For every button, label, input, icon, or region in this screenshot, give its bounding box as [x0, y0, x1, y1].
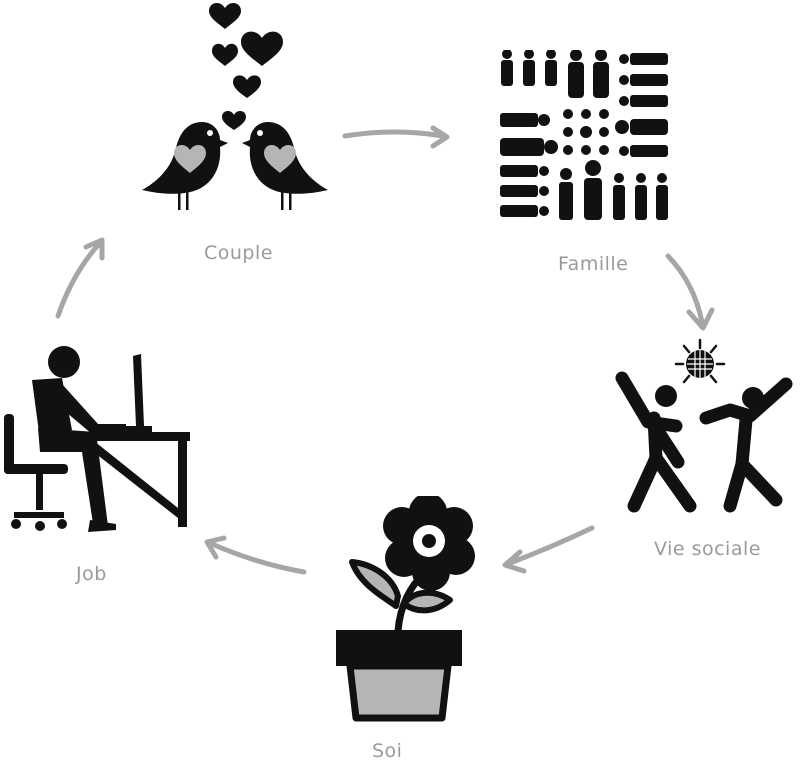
node-label-soi: Soi: [372, 740, 403, 762]
dancing-people-icon: [615, 338, 793, 513]
arrow-couple-to-famille: [342, 129, 446, 139]
node-couple: [130, 0, 340, 225]
node-label-couple: Couple: [204, 242, 273, 264]
arrow-vie-sociale-to-soi: [507, 525, 595, 566]
node-famille: [498, 49, 670, 222]
arrow-famille-to-vie-sociale: [665, 253, 705, 325]
node-soi: [332, 493, 482, 726]
node-label-job: Job: [76, 563, 107, 585]
desk-worker-icon: [4, 346, 190, 532]
node-label-famille: Famille: [558, 253, 629, 275]
lovebirds-icon: [142, 2, 328, 210]
family-people-grid-icon: [500, 49, 668, 220]
node-label-vie-sociale: Vie sociale: [654, 538, 761, 560]
node-vie-sociale: [610, 338, 800, 518]
arrow-job-to-couple: [55, 242, 101, 319]
node-job: [0, 340, 195, 535]
disco-ball-icon: [674, 338, 726, 384]
arrow-soi-to-job: [209, 541, 307, 575]
potted-flower-icon: [336, 493, 475, 722]
